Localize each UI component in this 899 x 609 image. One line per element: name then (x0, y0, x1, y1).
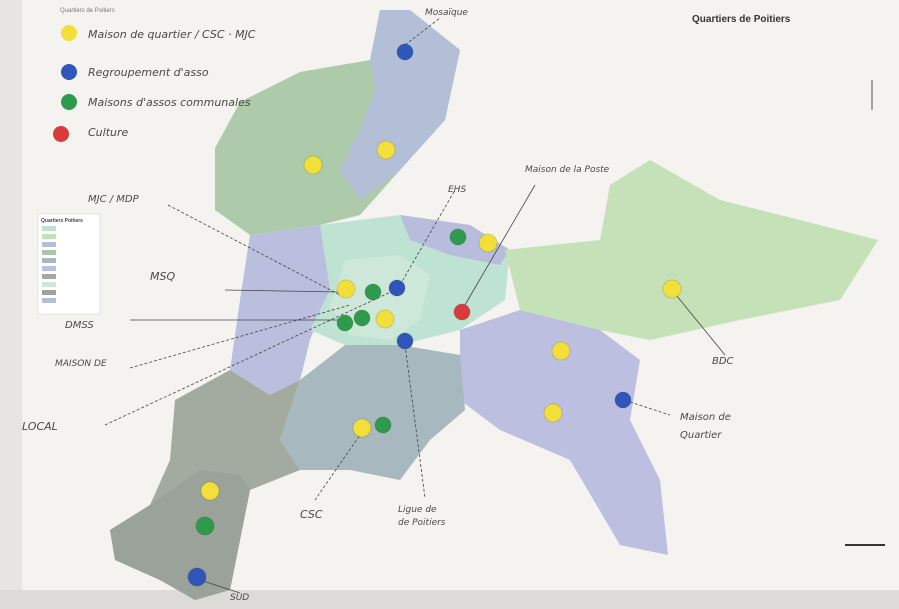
leader-line (671, 289, 726, 356)
annotation-label: MSQ (150, 270, 175, 283)
leader-line (224, 289, 341, 293)
legend-swatch-blue (61, 64, 77, 80)
marker-dot[interactable] (336, 314, 354, 332)
legend-swatch-red (53, 126, 69, 142)
annotation-label: Mosaïque (425, 8, 468, 18)
marker-dot[interactable] (336, 279, 356, 299)
annotations: Mosaïque MJC / MDP MSQ EHS Maison de la … (22, 8, 734, 603)
legend-swatch-yellow (61, 25, 77, 41)
districts-legend-swatch (42, 298, 56, 303)
marker-dot[interactable] (187, 567, 207, 587)
annotation-label: EHS (448, 185, 466, 195)
districts-legend-swatch (42, 290, 56, 295)
marker-dot[interactable] (388, 279, 406, 297)
annotation-label: MAISON DE (55, 359, 107, 369)
districts-legend-swatch (42, 226, 56, 231)
marker-dot[interactable] (543, 403, 563, 423)
marker-dot[interactable] (551, 341, 571, 361)
leader-line (129, 304, 351, 369)
leader-line (167, 204, 341, 296)
legend: Maison de quartier / CSC · MJC Regroupem… (53, 25, 256, 142)
districts-legend-swatch (42, 266, 56, 271)
annotation-label: Ligue de (398, 505, 437, 515)
leader-line (461, 184, 536, 311)
annotation-label: Quartier (680, 430, 722, 441)
district-far-southwest (110, 470, 250, 600)
legend-label: Maison de quartier / CSC · MJC (88, 28, 256, 41)
leader-line (314, 431, 363, 501)
districts-legend-swatch (42, 258, 56, 263)
leader-line (629, 401, 671, 416)
leader-line (104, 289, 396, 426)
marker-dot[interactable] (195, 516, 215, 536)
paper-shadow-bottom (0, 590, 899, 609)
leader-line (399, 189, 456, 286)
districts-legend-swatch (42, 282, 56, 287)
marker-dot[interactable] (374, 416, 392, 434)
marker-dot[interactable] (396, 43, 414, 61)
districts-legend-swatch (42, 250, 56, 255)
leader-lines (104, 17, 726, 594)
marker-dot[interactable] (614, 391, 632, 409)
marker-dot[interactable] (376, 140, 396, 160)
annotation-label: DMSS (65, 320, 94, 331)
annotation-label: CSC (300, 508, 323, 521)
annotation-label: de Poitiers (398, 518, 446, 528)
legend-label: Culture (88, 126, 129, 139)
leader-line (404, 344, 426, 499)
districts-legend: Quartiers Poitiers (37, 213, 101, 315)
marker-dot[interactable] (303, 155, 323, 175)
markers (187, 43, 682, 587)
district-south-center (280, 345, 465, 480)
legend-label: Regroupement d'asso (88, 66, 209, 79)
legend-label: Maisons d'assos communales (88, 96, 251, 109)
district-west (230, 225, 345, 395)
annotation-label: Maison de (680, 412, 731, 423)
marker-dot[interactable] (478, 233, 498, 253)
marker-dot[interactable] (353, 309, 371, 327)
district-layer (110, 10, 878, 600)
district-east (505, 160, 878, 340)
marker-dot[interactable] (375, 309, 395, 329)
district-north-inner (340, 10, 460, 200)
district-southeast (460, 310, 668, 555)
annotation-label: Maison de la Poste (525, 165, 610, 175)
annotation-label: BDC (712, 356, 734, 367)
districts-legend-title: Quartiers Poitiers (41, 218, 83, 224)
marker-dot[interactable] (352, 418, 372, 438)
leader-line (199, 579, 241, 594)
marker-dot[interactable] (662, 279, 682, 299)
districts-legend-swatch (42, 242, 56, 247)
districts-legend-swatch (42, 274, 56, 279)
legend-header: Quartiers de Poitiers (60, 8, 115, 14)
marker-dot[interactable] (453, 303, 471, 321)
legend-swatch-green (61, 94, 77, 110)
annotation-label: LOCAL (22, 420, 58, 433)
leader-line (404, 17, 441, 46)
annotation-label: SUD (230, 593, 249, 603)
districts-legend-swatch (42, 234, 56, 239)
paper-shadow-left (0, 0, 22, 609)
marker-dot[interactable] (364, 283, 382, 301)
marker-dot[interactable] (396, 332, 414, 350)
map-title: Quartiers de Poitiers (692, 14, 791, 25)
marker-dot[interactable] (200, 481, 220, 501)
annotation-label: MJC / MDP (88, 194, 140, 205)
marker-dot[interactable] (449, 228, 467, 246)
